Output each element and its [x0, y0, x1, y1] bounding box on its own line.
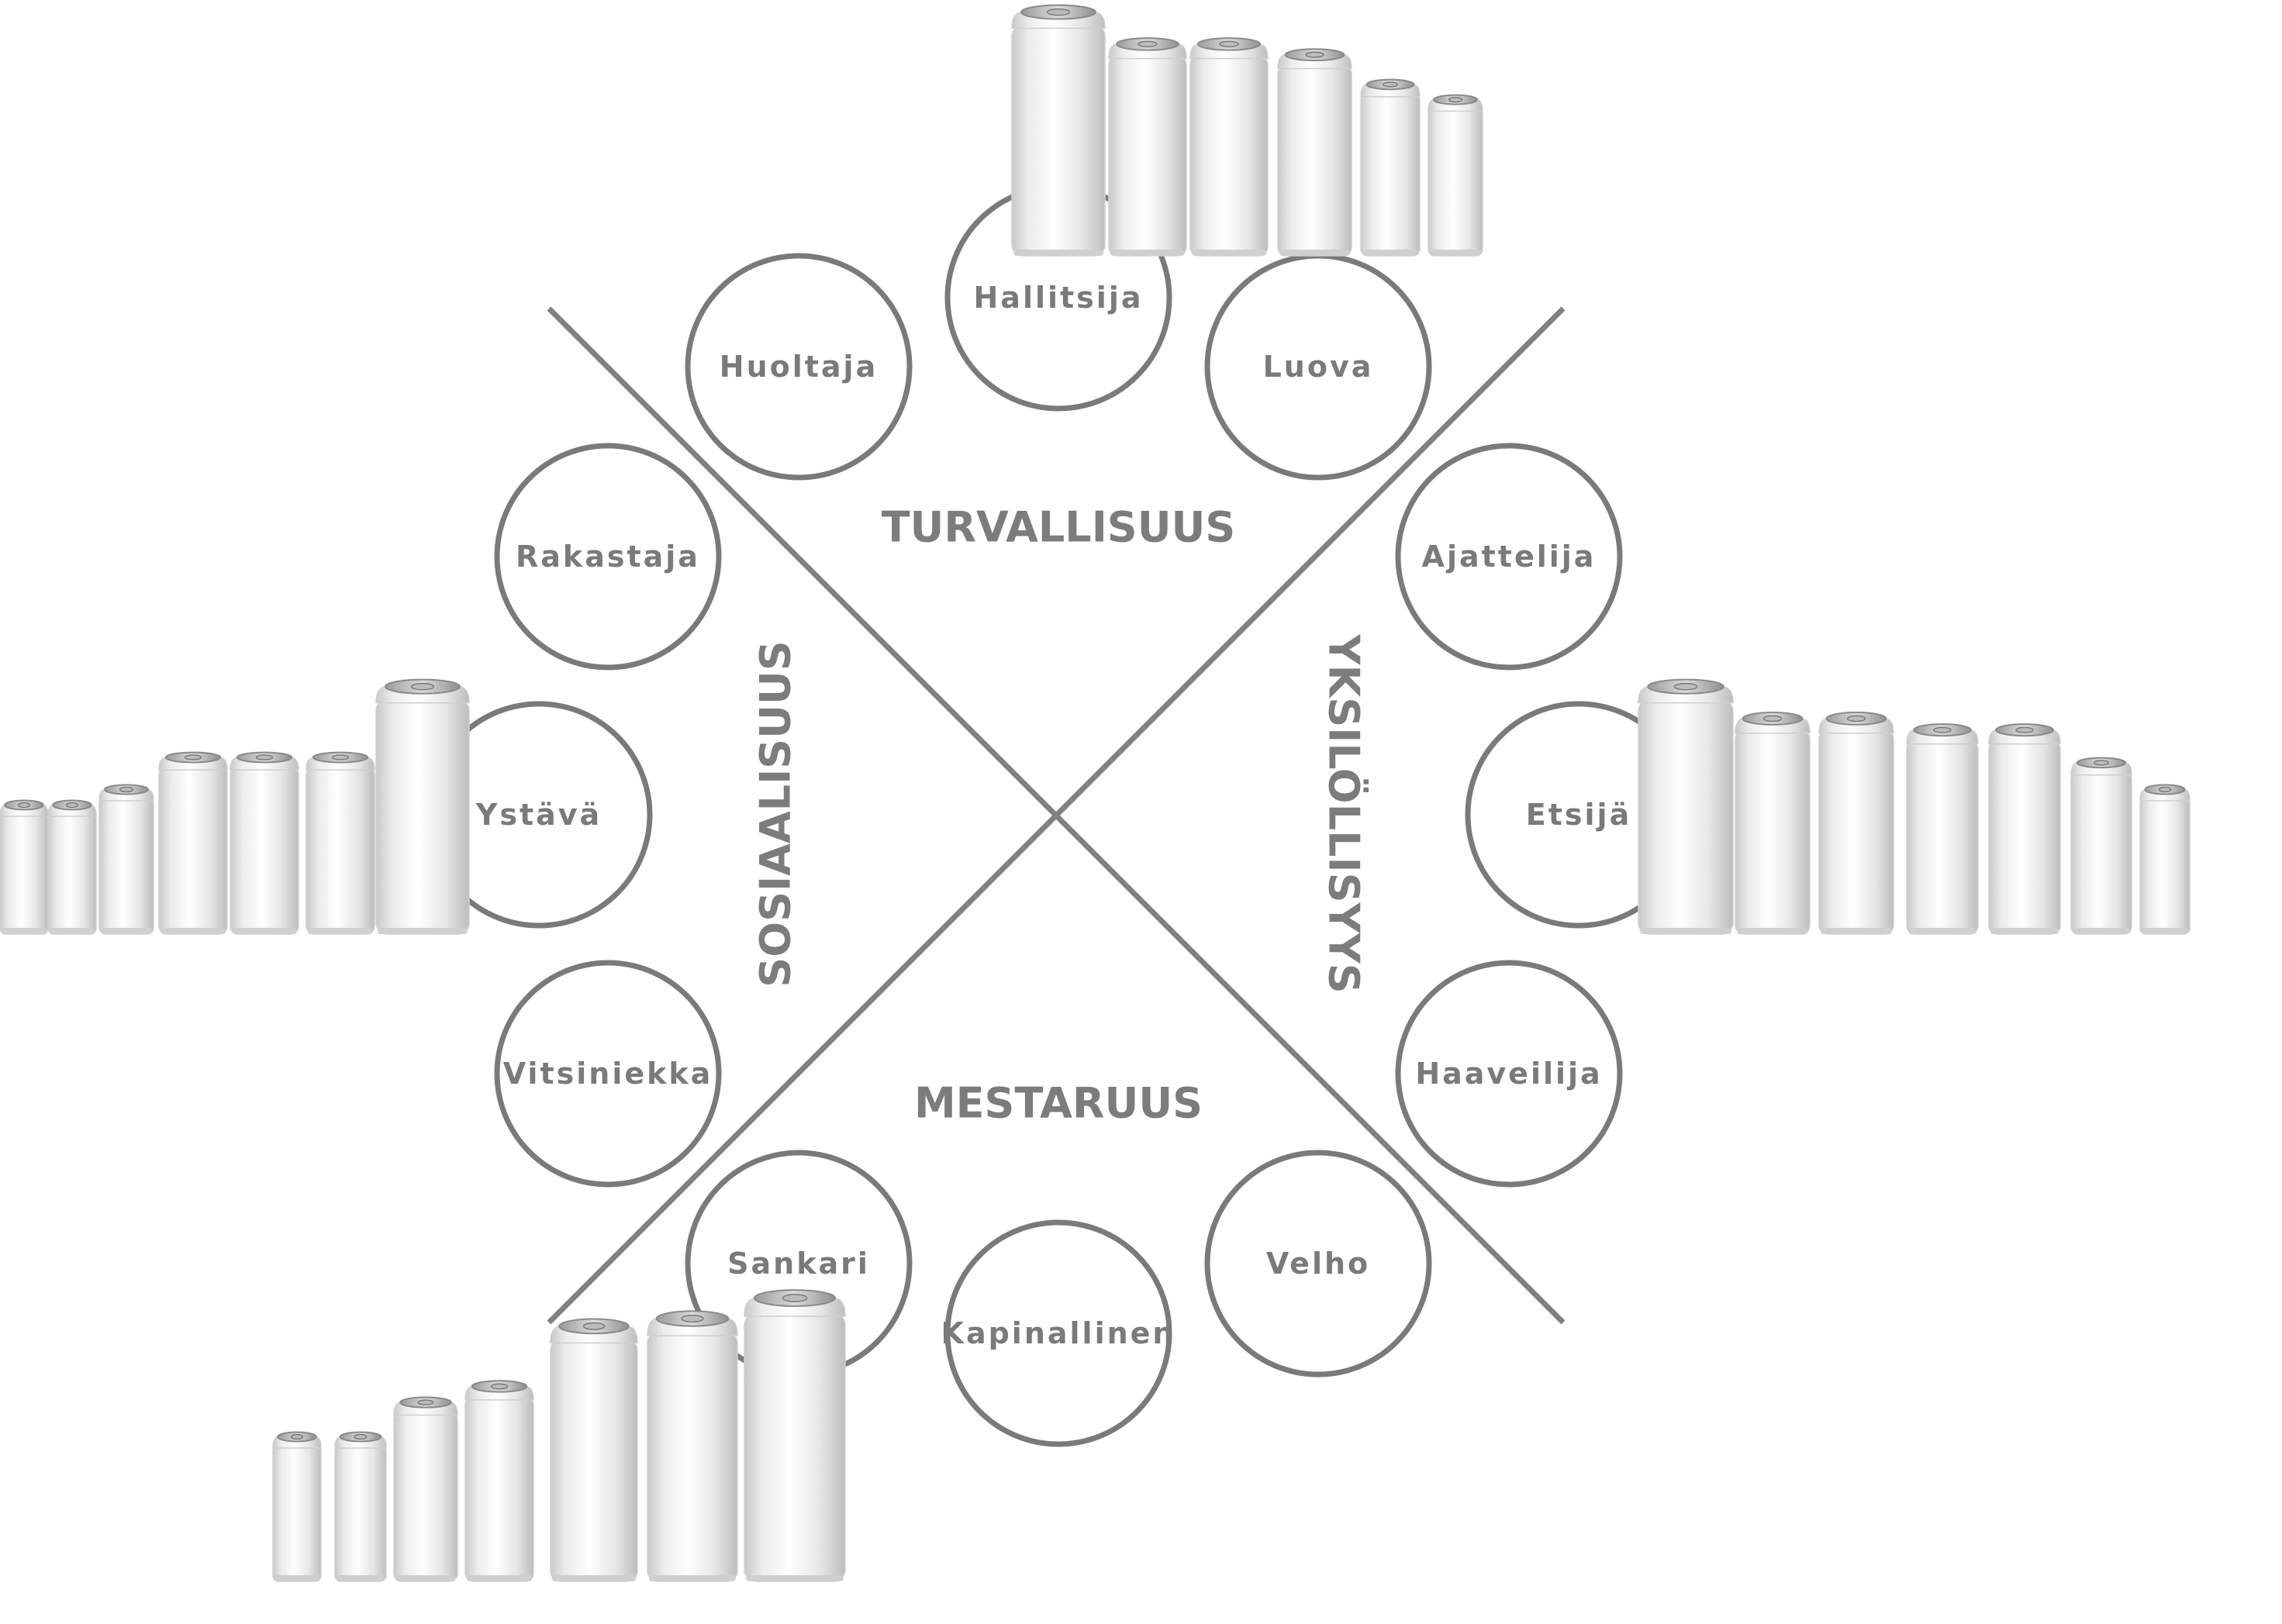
can-image: [1735, 712, 1811, 935]
archetype-circle: [494, 960, 722, 1188]
quadrant-label-top: TURVALLISUUS: [882, 503, 1236, 552]
can-group-left: [0, 678, 470, 935]
can-image: [1428, 94, 1483, 257]
archetype-circle: [1395, 443, 1623, 671]
can-image: [647, 1310, 738, 1582]
can-image: [272, 1431, 322, 1582]
can-group-top: [1011, 4, 1483, 257]
archetype-rakastaja: Rakastaja: [494, 443, 722, 671]
can-image: [1818, 712, 1894, 935]
can-image: [1189, 37, 1269, 257]
can-group-bottom: [272, 1289, 846, 1582]
can-image: [550, 1318, 638, 1582]
archetype-label: Velho: [1266, 1246, 1370, 1281]
can-image: [1906, 723, 1979, 935]
can-group-right: [1638, 678, 2191, 935]
can-image: [0, 799, 49, 935]
can-image: [744, 1289, 846, 1582]
diagonal-lines: [547, 306, 1566, 1325]
archetype-label: Haaveilija: [1415, 1057, 1602, 1091]
archetype-circle: [685, 253, 913, 481]
archetype-luova: Luova: [1204, 253, 1432, 481]
archetype-haaveilija: Haaveilija: [1395, 960, 1623, 1188]
archetype-ajattelija: Ajattelija: [1395, 443, 1623, 671]
archetype-yst-v-: Ystävä: [425, 701, 653, 929]
can-image: [47, 799, 97, 935]
can-groups: [0, 4, 2191, 1582]
archetype-label: Vitsiniekka: [503, 1057, 713, 1091]
can-image: [2070, 757, 2132, 935]
can-image: [158, 751, 228, 935]
archetype-label: Sankari: [727, 1246, 870, 1281]
can-image: [2139, 784, 2191, 935]
can-image: [98, 784, 154, 935]
archetype-huoltaja: Huoltaja: [685, 253, 913, 481]
archetype-circle: [1395, 960, 1623, 1188]
quadrant-label-left: SOSIAALISUUS: [751, 640, 800, 987]
quadrant-label-bottom: MESTARUUS: [914, 1079, 1203, 1128]
can-image: [1277, 48, 1352, 257]
archetype-label: Ajattelija: [1422, 540, 1597, 574]
diagonal-line-b: [547, 306, 1566, 1325]
quadrant-labels: TURVALLISUUS MESTARUUS SOSIAALISUUS YKSI…: [751, 503, 1369, 1128]
archetype-label: Rakastaja: [516, 540, 700, 574]
archetype-circle: [1204, 1150, 1432, 1377]
can-image: [375, 678, 470, 935]
quadrant-label-right: YKSILÖLLISYYS: [1320, 633, 1369, 993]
archetype-vitsiniekka: Vitsiniekka: [494, 960, 722, 1188]
can-image: [1108, 37, 1187, 257]
can-image: [1011, 4, 1106, 257]
can-image: [1638, 678, 1734, 935]
can-image: [1988, 723, 2061, 935]
archetype-etsij-: Etsijä: [1465, 701, 1693, 929]
can-image: [306, 751, 375, 935]
archetype-kapinallinen: Kapinallinen: [941, 1219, 1176, 1447]
can-image: [230, 751, 299, 935]
archetype-label: Kapinallinen: [941, 1316, 1176, 1350]
archetype-label: Ystävä: [475, 798, 602, 832]
archetype-label: Hallitsija: [974, 281, 1144, 315]
can-image: [334, 1431, 387, 1582]
archetype-circle: [944, 1219, 1172, 1447]
archetype-label: Luova: [1263, 350, 1374, 384]
archetype-circles: HallitsijaLuovaAjattelijaEtsijäHaaveilij…: [425, 184, 1693, 1447]
archetype-velho: Velho: [1204, 1150, 1432, 1377]
archetype-label: Etsijä: [1526, 798, 1631, 832]
can-image: [393, 1396, 458, 1582]
archetype-circle: [494, 443, 722, 671]
can-image: [464, 1380, 534, 1582]
can-image: [1360, 78, 1421, 257]
archetype-label: Huoltaja: [720, 350, 878, 384]
